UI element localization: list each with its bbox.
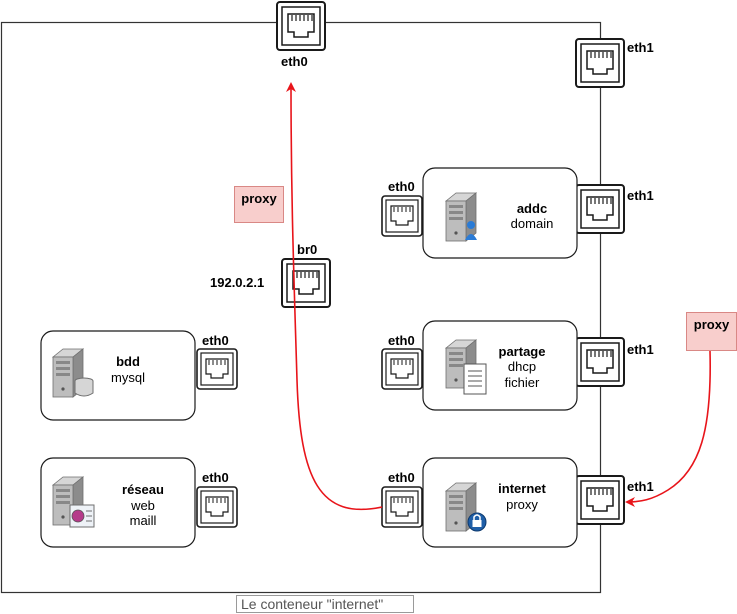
server-user-icon <box>445 192 477 242</box>
machine-partage: partage dhcp fichier eth0 <box>381 320 578 411</box>
br0-label: br0 <box>297 242 317 257</box>
proxy-arrow-to-eth0 <box>286 82 383 511</box>
host-port-eth1-top: eth1 <box>575 38 654 88</box>
machine-line: web <box>130 498 155 513</box>
ethernet-port-icon <box>575 184 625 234</box>
host-eth1-label: eth1 <box>627 479 654 494</box>
machine-line: proxy <box>506 497 538 512</box>
ethernet-port-icon <box>381 195 423 237</box>
host-eth1-label: eth1 <box>627 40 654 55</box>
br0-ip-label: 192.0.2.1 <box>210 275 264 290</box>
host-port-eth1-partage: eth1 <box>575 337 654 387</box>
user-badge-icon <box>467 221 475 229</box>
bridge-port-br0: br0 192.0.2.1 <box>210 242 331 308</box>
machine-addc: addc domain eth0 <box>381 167 578 259</box>
ethernet-port-icon <box>196 486 238 528</box>
proxy-arrow-to-eth1 <box>625 350 712 507</box>
ethernet-port-icon <box>276 1 326 51</box>
ethernet-port-icon <box>381 348 423 390</box>
ethernet-port-icon <box>575 38 625 88</box>
ethernet-port-icon <box>281 258 331 308</box>
machine-line: fichier <box>505 375 540 390</box>
proxy-tag-right: proxy <box>686 312 737 351</box>
machine-iface-label: eth0 <box>388 470 415 485</box>
machine-title: addc <box>517 201 547 216</box>
machine-iface-label: eth0 <box>388 333 415 348</box>
machine-iface-label: eth0 <box>202 470 229 485</box>
container-caption: Le conteneur "internet" <box>236 595 414 613</box>
machine-iface-label: eth0 <box>202 333 229 348</box>
machine-internet: internet proxy eth0 <box>381 457 578 548</box>
machine-line: domain <box>511 216 554 231</box>
host-eth1-label: eth1 <box>627 188 654 203</box>
ethernet-port-icon <box>381 486 423 528</box>
machine-line: mysql <box>111 370 145 385</box>
host-eth1-label: eth1 <box>627 342 654 357</box>
host-port-eth0: eth0 <box>276 1 326 69</box>
machine-title: partage <box>499 344 546 359</box>
host-port-eth1-addc: eth1 <box>575 184 654 234</box>
machine-bdd: bdd mysql eth0 <box>40 330 238 421</box>
host-port-eth1-internet: eth1 <box>575 475 654 525</box>
ethernet-port-icon <box>575 475 625 525</box>
ethernet-port-icon <box>575 337 625 387</box>
machine-title: internet <box>498 481 546 496</box>
machine-reseau: réseau web maill eth0 <box>40 457 238 548</box>
host-eth0-label: eth0 <box>281 54 308 69</box>
proxy-tag-left: proxy <box>234 186 284 223</box>
machine-iface-label: eth0 <box>388 179 415 194</box>
machine-line: maill <box>130 513 157 528</box>
machine-title: réseau <box>122 482 164 497</box>
file-badge-icon <box>463 363 487 395</box>
machine-title: bdd <box>116 354 140 369</box>
ethernet-port-icon <box>196 348 238 390</box>
machine-line: dhcp <box>508 359 536 374</box>
